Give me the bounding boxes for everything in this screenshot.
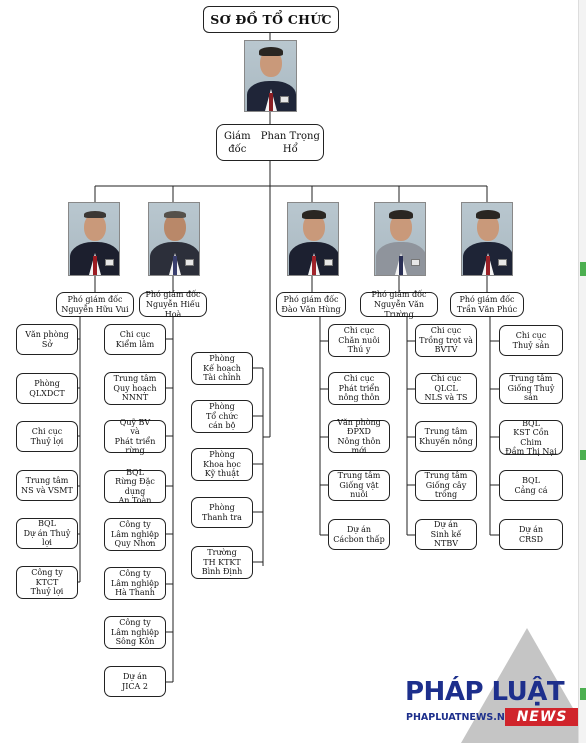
- logo-main-text: PHÁP LUẬT: [405, 677, 565, 707]
- director-photo: [244, 40, 297, 112]
- col2-unit-8: Dự án JICA 2: [104, 666, 166, 697]
- col2-unit-5: Công ty Lâm nghiệp Quy Nhơn: [104, 518, 166, 551]
- col3-unit-5: Dự án Cácbon thấp: [328, 519, 390, 550]
- col4-unit-2: Chi cục QLCL NLS và TS: [415, 373, 477, 404]
- director-box: Giám đốc Phan Trọng Hổ: [216, 124, 324, 161]
- phapluat-news-logo: PHÁP LUẬT PHAPLUATNEWS.NET NEWS: [401, 628, 586, 743]
- col3-unit-3: Văn phòng ĐPXD Nông thôn mới: [328, 418, 390, 455]
- director-name: Phan Trọng Hổ: [260, 130, 320, 155]
- deputy-2-box: Phó giám đốc Nguyễn Hiếu Hoà: [139, 290, 207, 319]
- col4-unit-1: Chi cục Trồng trọt và BVTV: [415, 324, 477, 357]
- right-edge-strip: [578, 0, 586, 743]
- center-unit-1: Phòng Kế hoạch Tài chính: [191, 352, 253, 385]
- col3-unit-1: Chi cục Chăn nuôi Thú y: [328, 324, 390, 357]
- chart-title: SƠ ĐỒ TỔ CHỨC: [203, 6, 339, 33]
- col1-unit-6: Công ty KTCT Thuỷ lợi: [16, 566, 78, 599]
- col2-unit-7: Công ty Lâm nghiệp Sông Kôn: [104, 616, 166, 649]
- center-unit-3: Phòng Khoa học Kỹ thuật: [191, 448, 253, 481]
- col4-unit-4: Trung tâm Giống cây trồng: [415, 470, 477, 501]
- col2-unit-6: Công ty Lâm nghiệp Hà Thanh: [104, 567, 166, 600]
- logo-news-badge: NEWS: [505, 708, 579, 726]
- deputy-3-photo: [287, 202, 339, 276]
- col2-unit-1: Chi cục Kiểm lâm: [104, 324, 166, 355]
- col2-unit-2: Trung tâm Quy hoạch NNNT: [104, 372, 166, 405]
- col2-unit-4: BQL Rừng Đặc dụng An Toàn: [104, 468, 166, 505]
- col5-unit-3: BQL KST Cồn Chim Đầm Thị Nại: [499, 419, 563, 456]
- director-role: Giám đốc: [224, 130, 251, 155]
- col4-unit-5: Dự án Sinh kế NTBV: [415, 519, 477, 550]
- deputy-2-photo: [148, 202, 200, 276]
- deputy-3-box: Phó giám đốc Đào Văn Hùng: [276, 292, 346, 317]
- col5-unit-4: BQL Cảng cá: [499, 470, 563, 501]
- deputy-1-photo: [68, 202, 120, 276]
- col1-unit-3: Chi cục Thuỷ lợi: [16, 421, 78, 452]
- logo-url-text: PHAPLUATNEWS.NET: [406, 712, 518, 723]
- col5-unit-2: Trung tâm Giống Thuỷ sản: [499, 373, 563, 404]
- col1-unit-4: Trung tâm NS và VSMT: [16, 470, 78, 501]
- deputy-5-photo: [461, 202, 513, 276]
- center-unit-4: Phòng Thanh tra: [191, 497, 253, 528]
- col5-unit-5: Dự án CRSD: [499, 519, 563, 550]
- col3-unit-2: Chi cục Phát triển nông thôn: [328, 372, 390, 405]
- deputy-5-box: Phó giám đốc Trần Văn Phúc: [450, 292, 524, 317]
- col3-unit-4: Trung tâm Giống vật nuôi: [328, 470, 390, 501]
- col1-unit-1: Văn phòng Sở: [16, 324, 78, 355]
- deputy-4-box: Phó giám đốc Nguyễn Văn Trường: [360, 290, 438, 319]
- col4-unit-3: Trung tâm Khuyến nông: [415, 421, 477, 452]
- col5-unit-1: Chi cục Thuỷ sản: [499, 325, 563, 356]
- center-unit-2: Phòng Tổ chức cán bộ: [191, 400, 253, 433]
- deputy-4-photo: [374, 202, 426, 276]
- col2-unit-3: Quỹ BV và Phát triển rừng: [104, 418, 166, 455]
- center-unit-5: Trường TH KTKT Bình Định: [191, 546, 253, 579]
- deputy-1-box: Phó giám đốc Nguyễn Hữu Vui: [56, 292, 134, 317]
- col1-unit-5: BQL Dự án Thuỷ lợi: [16, 518, 78, 549]
- col1-unit-2: Phòng QLXDCT: [16, 373, 78, 404]
